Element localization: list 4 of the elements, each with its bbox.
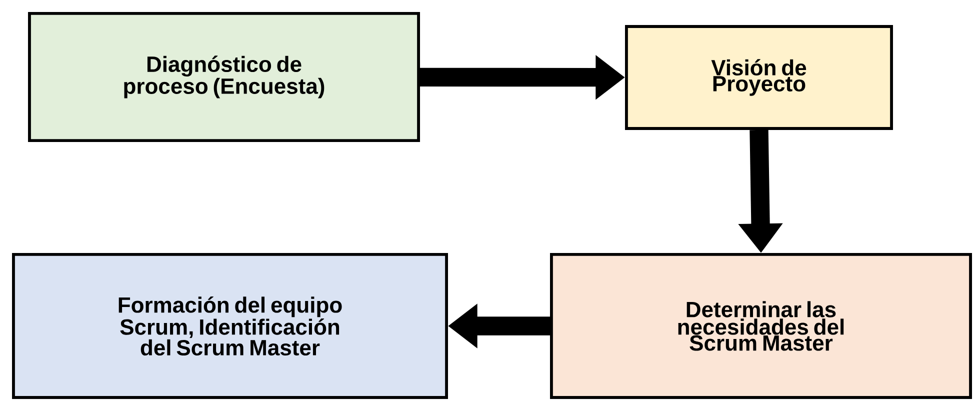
process-box: Formación del equipo Scrum, Identificación del Scrum Master <box>12 253 448 399</box>
process-box: Visión de Proyecto <box>625 25 893 130</box>
process-box: Determinar las necesidades del Scrum Master <box>550 253 972 399</box>
process-box: Diagnóstico de proceso (Encuesta) <box>28 12 420 142</box>
